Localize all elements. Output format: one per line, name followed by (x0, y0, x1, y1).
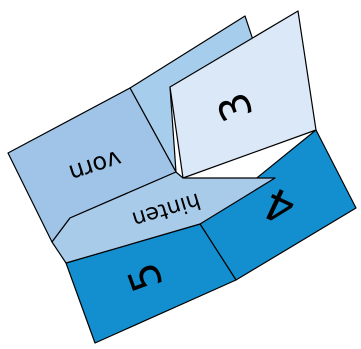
folded-booklet-diagram: vorn 4 3 5 hinten (0, 0, 361, 349)
